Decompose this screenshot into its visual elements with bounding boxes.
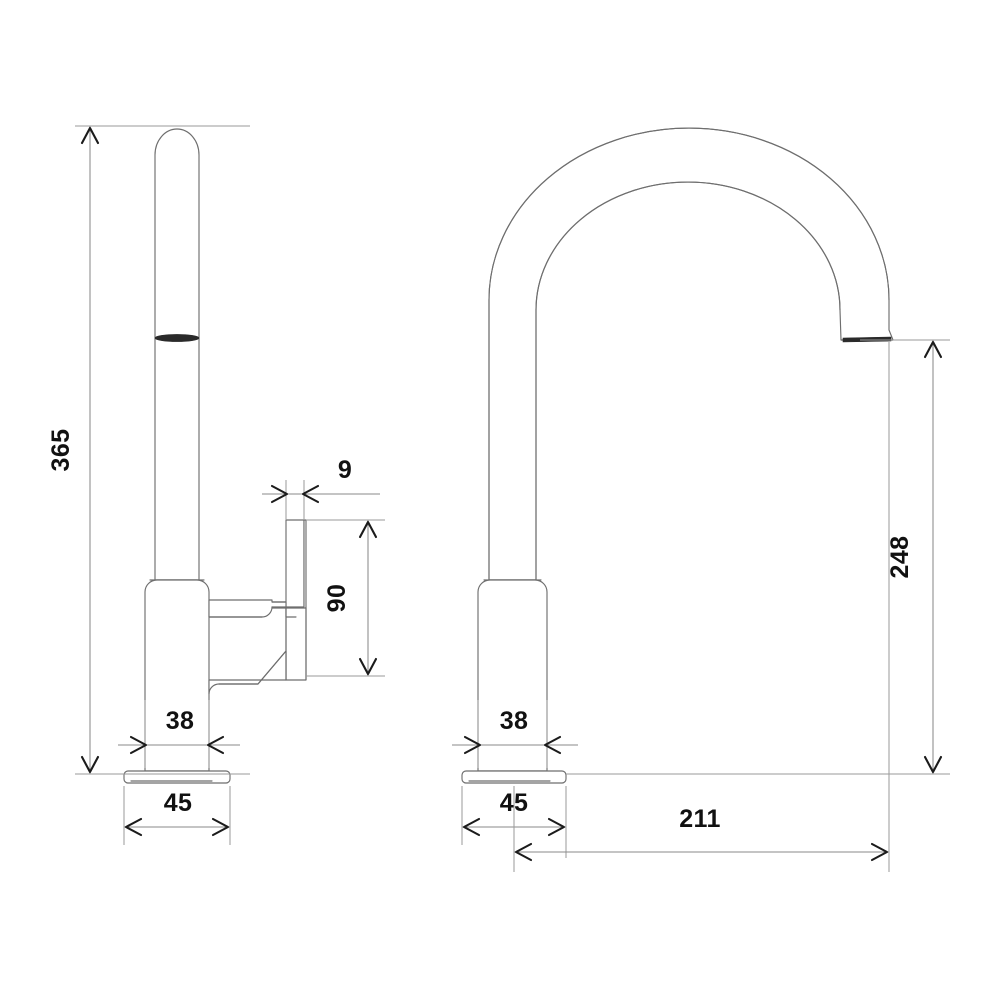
arrow-211-left <box>514 842 533 862</box>
dimension-body-diameter-front: 38 <box>452 700 578 768</box>
arrow-365-bottom <box>80 755 100 774</box>
dim-label-365: 365 <box>47 429 75 472</box>
side-body-cylinder <box>144 579 210 772</box>
dimension-spout-height: 248 <box>566 339 950 775</box>
dim-label-211: 211 <box>679 805 721 833</box>
dimension-spout-reach: 211 <box>513 342 890 872</box>
arrow-90-bottom <box>358 657 378 676</box>
dimension-base-diameter-side: 45 <box>123 786 231 845</box>
front-view-geometry <box>461 127 894 784</box>
dim-label-45s: 45 <box>164 789 193 817</box>
arrow-211-right <box>870 842 889 862</box>
dim-label-9: 9 <box>338 456 352 484</box>
arrow-45s-right <box>211 817 230 837</box>
dimension-lever-height: 90 <box>306 519 385 677</box>
arrow-38s-left <box>129 735 148 755</box>
arrow-248-bottom <box>923 755 943 774</box>
dim-label-38s: 38 <box>166 707 195 735</box>
dim-label-38f: 38 <box>500 707 529 735</box>
side-lever-underside <box>208 650 287 695</box>
side-lever-stem <box>285 607 307 681</box>
dimension-overall-height: 365 <box>47 125 250 775</box>
side-spout-shaft <box>154 128 200 581</box>
front-gooseneck-inner-arc <box>535 181 841 311</box>
arrow-248-top <box>923 340 943 359</box>
front-base-plate <box>461 770 567 784</box>
front-gooseneck-tube <box>488 127 894 581</box>
arrow-38f-left <box>463 735 482 755</box>
arrow-9-left <box>270 484 289 504</box>
side-lever-outline <box>208 601 307 685</box>
dimension-lever-thickness: 9 <box>262 456 380 520</box>
arrow-90-top <box>358 520 378 539</box>
arrow-45f-right <box>547 817 566 837</box>
front-gooseneck-outer-arc <box>488 127 890 301</box>
side-lever-blade <box>285 519 305 609</box>
arrow-9-right <box>301 484 320 504</box>
arrow-38s-right <box>206 735 225 755</box>
arrow-45s-left <box>124 817 143 837</box>
dimension-body-diameter-side: 38 <box>118 700 240 768</box>
side-view-geometry <box>123 128 307 784</box>
arrow-45f-left <box>462 817 481 837</box>
front-riser-tube <box>488 299 537 581</box>
side-shaft-seam-mark <box>154 334 200 342</box>
dim-label-90: 90 <box>323 584 351 613</box>
dim-label-248: 248 <box>886 536 914 579</box>
arrow-365-top <box>80 126 100 145</box>
arrow-38f-right <box>543 735 562 755</box>
front-body-cylinder <box>477 579 548 772</box>
